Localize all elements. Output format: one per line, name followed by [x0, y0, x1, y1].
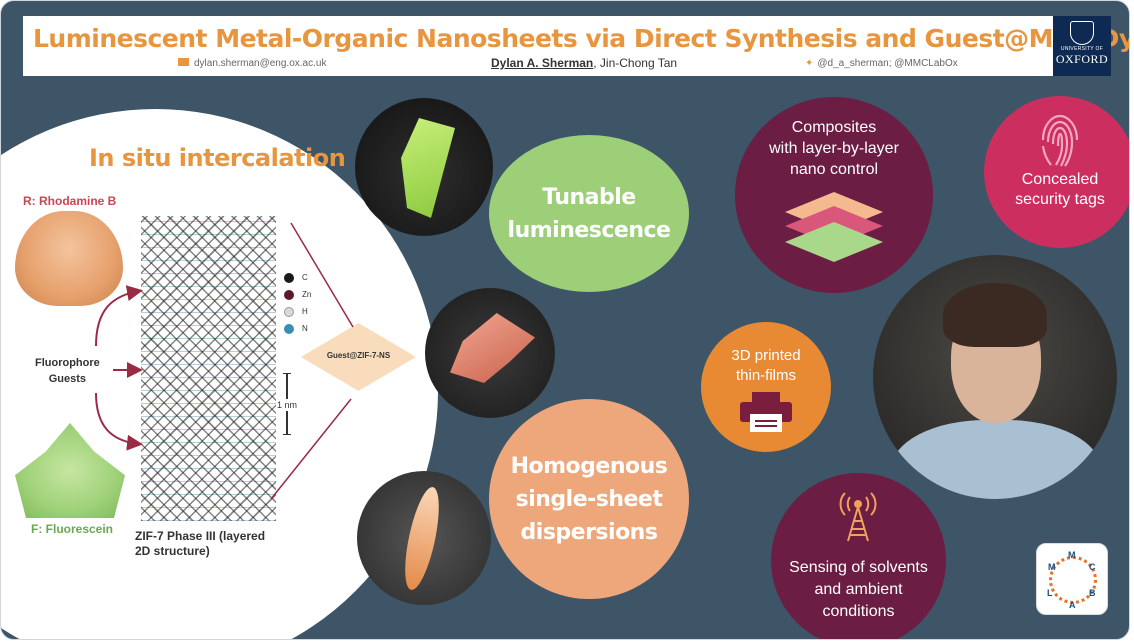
fingerprint-icon: [1041, 114, 1079, 167]
structure-line-1: ZIF-7 Phase III (layered: [135, 529, 266, 543]
authors: Dylan A. Sherman, Jin-Chong Tan: [491, 56, 677, 70]
green-flake: [401, 118, 455, 218]
orange-nanosheet-photo: [357, 471, 491, 605]
sensing-line-1: Sensing of solvents: [789, 559, 928, 576]
scale-label: 1 nm: [277, 399, 298, 411]
fluorescein-label: F: Fluorescein: [31, 522, 114, 536]
coauthor: , Jin-Chong Tan: [593, 56, 678, 70]
oxford-logo-small: UNIVERSITY OF: [1060, 46, 1104, 52]
homog-line-2: single-sheet: [515, 486, 663, 512]
structure-line-2: 2D structure): [135, 544, 210, 558]
lab-logo-letter: M: [1068, 550, 1076, 560]
composites-line-2: with layer-by-layer: [769, 140, 899, 157]
zif7-lattice-image: [141, 216, 276, 521]
email-contact[interactable]: dylan.sherman@eng.ox.ac.uk: [178, 58, 326, 69]
tunable-line-1: Tunable: [542, 184, 636, 210]
email-text: dylan.sherman@eng.ox.ac.uk: [194, 58, 327, 69]
red-flake: [450, 313, 535, 383]
presenter-shirt: [891, 420, 1101, 499]
fluorophore-guests-label: Fluorophore Guests: [35, 355, 100, 387]
tunable-text: Tunable luminescence: [508, 181, 671, 247]
oxford-crest-icon: [1070, 21, 1094, 45]
mmc-lab-logo: M M C L A B: [1036, 543, 1108, 615]
zinc-dot-icon: [284, 289, 294, 300]
concealed-line-2: security tags: [1015, 191, 1105, 208]
legend-item: C: [284, 269, 311, 286]
sensing-circle: Sensing of solvents and ambient conditio…: [771, 473, 946, 639]
lab-logo-letter: B: [1089, 588, 1096, 598]
presenter-hair: [943, 283, 1047, 347]
nitrogen-dot-icon: [284, 323, 294, 334]
poster-title: Luminescent Metal-Organic Nanosheets via…: [33, 24, 1129, 53]
legend-symbol: N: [302, 324, 308, 333]
homog-line-1: Homogenous: [510, 453, 668, 479]
printed-line-1: 3D printed: [731, 347, 801, 364]
homog-text: Homogenous single-sheet dispersions: [511, 450, 668, 549]
presenter-video-circle: [873, 255, 1117, 499]
sensing-line-3: conditions: [822, 603, 895, 620]
concealed-text: Concealed security tags: [984, 170, 1129, 210]
guests-line-2: Guests: [48, 373, 87, 385]
green-nanosheet-photo: [355, 98, 493, 236]
carbon-dot-icon: [284, 272, 294, 283]
twitter-handles: @d_a_sherman; @MMCLabOx: [817, 58, 958, 69]
concealed-line-1: Concealed: [1021, 171, 1099, 188]
red-nanosheet-photo: [425, 288, 555, 418]
legend-item: N: [284, 320, 311, 337]
legend-item: H: [284, 303, 311, 320]
antenna-icon: [839, 492, 877, 542]
guest-tag-text: Guest@ZIF-7-NS: [326, 351, 391, 360]
printed-line-2: thin-films: [735, 367, 796, 384]
printed-text: 3D printed thin-films: [701, 346, 831, 386]
homogenous-dispersions-circle: Homogenous single-sheet dispersions: [489, 399, 689, 599]
hydrogen-dot-icon: [284, 306, 294, 317]
tunable-luminescence-circle: Tunable luminescence: [489, 135, 689, 292]
security-tags-circle: Concealed security tags: [984, 96, 1129, 248]
lead-author: Dylan A. Sherman: [491, 56, 594, 70]
structure-label: ZIF-7 Phase III (layered 2D structure): [135, 529, 265, 559]
oxford-logo: UNIVERSITY OF OXFORD: [1053, 16, 1111, 76]
tunable-line-2: luminescence: [507, 217, 671, 243]
guests-line-1: Fluorophore: [35, 357, 100, 369]
lab-logo-letter: L: [1047, 588, 1053, 598]
intercalation-heading: In situ intercalation: [89, 144, 346, 172]
legend-symbol: C: [302, 273, 308, 282]
oxford-logo-big: OXFORD: [1055, 52, 1109, 66]
orange-flake: [398, 484, 446, 593]
composites-circle: Composites with layer-by-layer nano cont…: [735, 97, 933, 293]
sensing-text: Sensing of solvents and ambient conditio…: [771, 557, 946, 623]
composites-line-3: nano control: [789, 161, 879, 178]
legend-symbol: Zn: [302, 290, 312, 299]
legend-item: Zn: [284, 286, 311, 303]
lab-logo-ring: [1049, 556, 1097, 604]
printer-icon: [740, 392, 792, 432]
composites-text: Composites with layer-by-layer nano cont…: [735, 117, 933, 180]
element-legend: C Zn H N: [284, 269, 311, 337]
homog-line-3: dispersions: [520, 519, 658, 545]
sensing-line-2: and ambient: [814, 581, 903, 598]
envelope-icon: [178, 58, 189, 66]
lab-logo-letter: M: [1048, 562, 1056, 572]
legend-symbol: H: [302, 307, 308, 316]
twitter-contact[interactable]: ✦@d_a_sherman; @MMCLabOx: [805, 58, 958, 69]
poster-header: Luminescent Metal-Organic Nanosheets via…: [23, 16, 1129, 76]
twitter-bird-icon: ✦: [805, 58, 814, 69]
composites-line-1: Composites: [791, 119, 877, 136]
rhodamine-molecule-image: [15, 211, 123, 306]
lab-logo-letter: C: [1089, 562, 1096, 572]
printed-films-circle: 3D printed thin-films: [701, 322, 831, 452]
lab-logo-letter: A: [1069, 600, 1076, 610]
contact-row: dylan.sherman@eng.ox.ac.uk Dylan A. Sher…: [23, 56, 1053, 72]
rhodamine-label: R: Rhodamine B: [23, 194, 117, 208]
layers-icon: [785, 192, 883, 262]
